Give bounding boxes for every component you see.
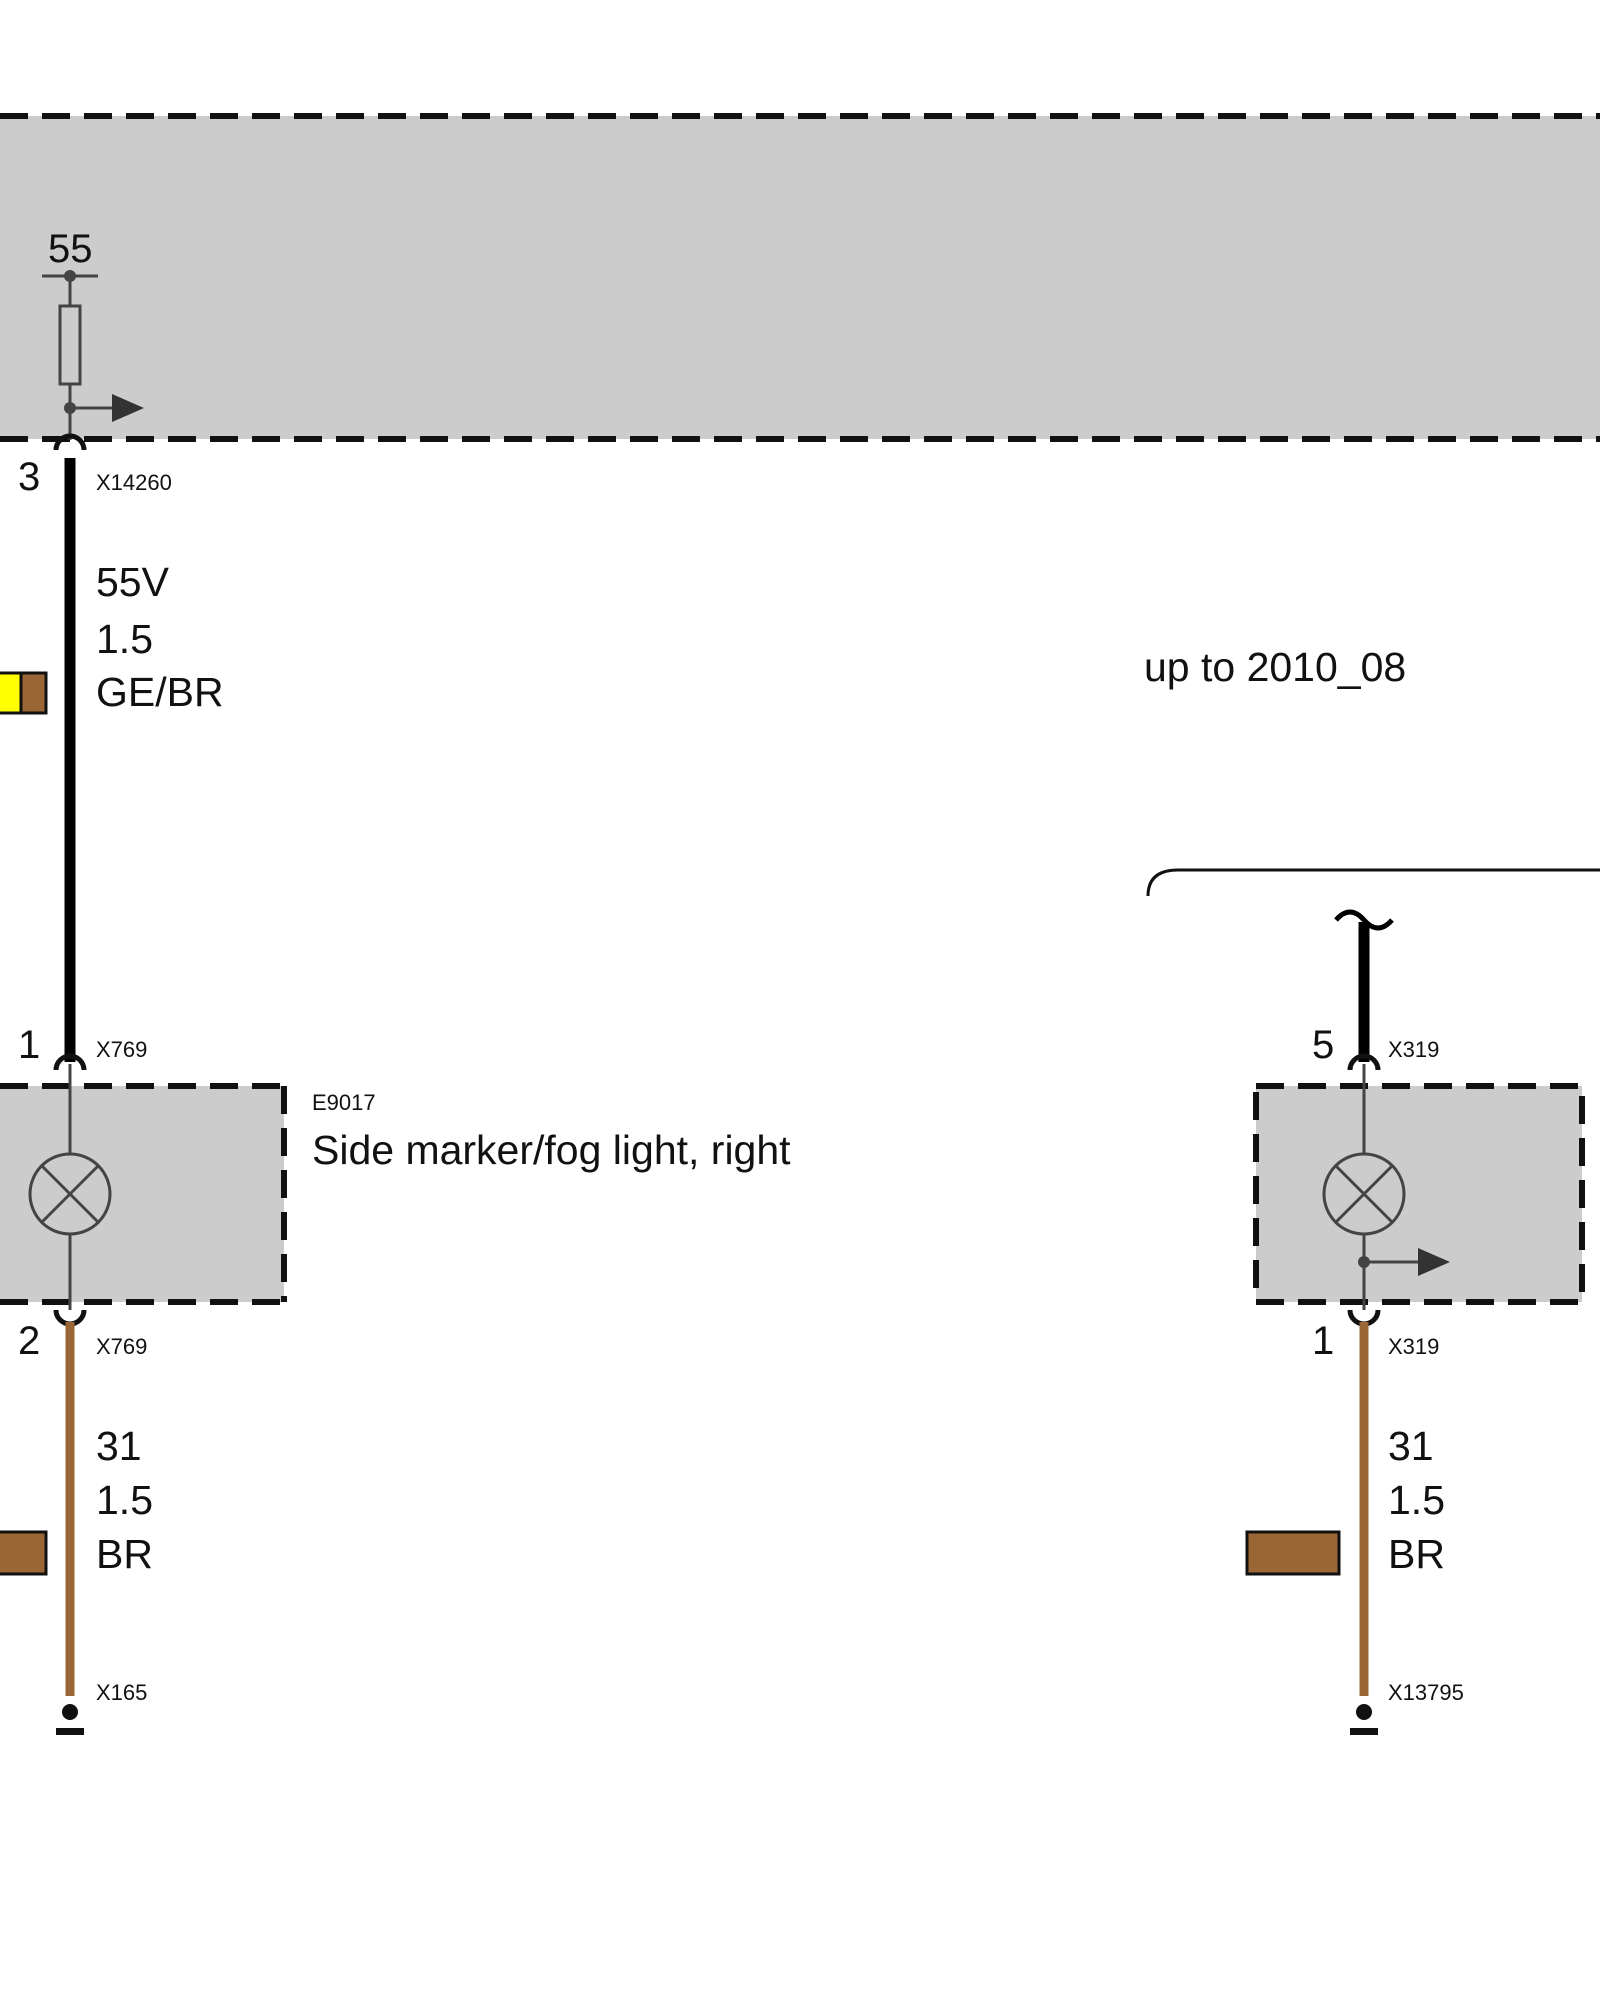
- terminal-label-55: 55: [48, 227, 93, 271]
- wire-color-swatch-ge-br: [0, 671, 48, 715]
- ground-signal-left: 31: [96, 1423, 142, 1469]
- component-id-e9017: E9017: [312, 1090, 376, 1115]
- connector-socket-icon: [1347, 1309, 1381, 1327]
- connector-socket-icon: [53, 433, 87, 451]
- variant-note: up to 2010_08: [1144, 644, 1406, 690]
- top-control-module: [0, 113, 1600, 442]
- lamp-bulb-icon: [1322, 1152, 1406, 1236]
- lamp-module-e9017: [0, 1064, 287, 1310]
- ground-size-left: 1.5: [96, 1477, 153, 1523]
- connector-socket-icon: [53, 1309, 87, 1327]
- ground-point-x13795: X13795: [1388, 1680, 1464, 1705]
- ground-size-right: 1.5: [1388, 1477, 1445, 1523]
- pin-label-3: 3: [18, 455, 40, 499]
- lamp-bulb-icon: [28, 1152, 112, 1236]
- ground-color-left: BR: [96, 1531, 153, 1577]
- connector-label-x319-bottom: X319: [1388, 1334, 1439, 1359]
- wire-signal-55v: 55V: [96, 559, 170, 605]
- lamp-module-right: [1253, 1064, 1585, 1310]
- ground-point-icon: [1350, 1704, 1378, 1735]
- connector-label-x319-top: X319: [1388, 1037, 1439, 1062]
- arrow-right-icon: [112, 394, 144, 422]
- wire-color-code: GE/BR: [96, 669, 224, 715]
- connector-socket-icon: [1347, 1053, 1381, 1071]
- connector-label-x14260: X14260: [96, 470, 172, 495]
- ground-point-x165: X165: [96, 1680, 147, 1705]
- pin-label-2-left: 2: [18, 1319, 40, 1363]
- pin-label-1-left: 1: [18, 1023, 40, 1067]
- connector-label-x769-top: X769: [96, 1037, 147, 1062]
- terminal-55-symbol: [42, 270, 144, 440]
- ground-color-right: BR: [1388, 1531, 1445, 1577]
- pin-label-5-right: 5: [1312, 1023, 1334, 1067]
- wire-break-icon: [1334, 909, 1394, 931]
- ground-signal-right: 31: [1388, 1423, 1434, 1469]
- connector-socket-icon: [53, 1053, 87, 1071]
- connector-label-x769-bottom: X769: [96, 1334, 147, 1359]
- variant-bracket: [1146, 868, 1600, 897]
- wire-size: 1.5: [96, 616, 153, 662]
- component-name: Side marker/fog light, right: [312, 1127, 791, 1173]
- ground-point-icon: [56, 1704, 84, 1735]
- wire-color-swatch-br-right: [1245, 1530, 1341, 1576]
- pin-label-1-right: 1: [1312, 1319, 1334, 1363]
- wire-color-swatch-br-left: [0, 1530, 48, 1576]
- arrow-right-icon: [1418, 1248, 1450, 1276]
